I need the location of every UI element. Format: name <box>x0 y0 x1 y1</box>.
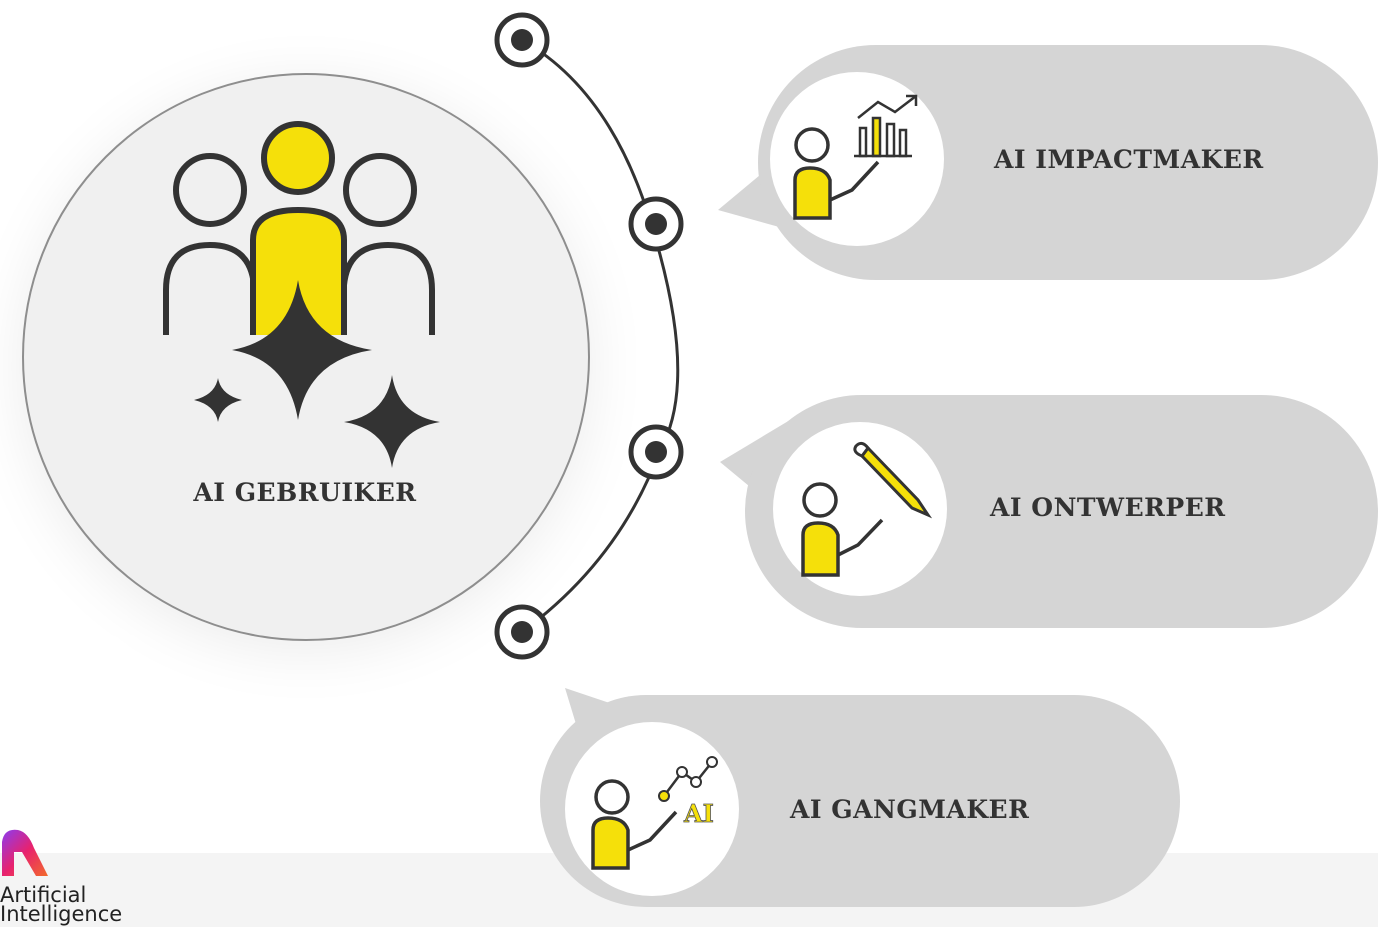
logo-line-1: Artificial <box>0 883 87 907</box>
role-label-gangmaker: AI GANGMAKER <box>790 795 1030 824</box>
role-label-ontwerper: AI ONTWERPER <box>990 493 1226 522</box>
role-label-impactmaker: AI IMPACTMAKER <box>994 145 1264 174</box>
logo-wordmark: Artificial Intelligence <box>0 883 123 926</box>
logo-line-2: Intelligence <box>0 902 123 926</box>
center-label: AI GEBRUIKER <box>193 478 417 507</box>
svg-text:AI: AI <box>683 799 714 828</box>
